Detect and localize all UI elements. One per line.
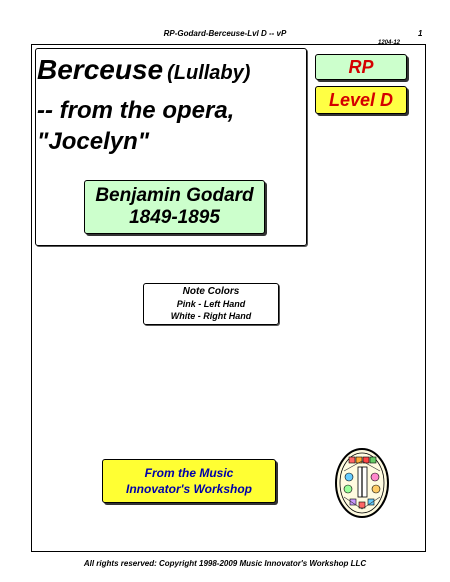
page-frame: [31, 44, 426, 552]
title-main: Berceuse: [37, 54, 164, 85]
title-line-3: "Jocelyn": [37, 128, 150, 155]
note-colors-left: Pink - Left Hand: [176, 299, 246, 309]
composer-name: Benjamin Godard: [95, 185, 254, 206]
note-colors-title: Note Colors: [182, 286, 240, 297]
document-code: 1204-12: [378, 40, 401, 46]
title-box: [35, 48, 307, 246]
workshop-line-2: Innovator's Workshop: [126, 482, 252, 496]
page-number: 1: [418, 29, 423, 38]
note-colors-box: Note Colors Pink - Left Hand White - Rig…: [143, 283, 279, 325]
series-badge: RP: [315, 54, 407, 80]
running-title: RP-Godard-Berceuse-Lvl D -- vP: [163, 29, 287, 38]
note-colors-right: White - Right Hand: [170, 311, 252, 321]
title-line-1: Berceuse(Lullaby): [37, 55, 250, 88]
workshop-line-1: From the Music: [144, 466, 234, 480]
workshop-box: From the Music Innovator's Workshop: [102, 459, 276, 503]
title-line-2: -- from the opera,: [37, 97, 235, 124]
music-innovators-workshop-logo-icon: [335, 448, 389, 518]
title-paren: (Lullaby): [167, 62, 251, 84]
level-badge: Level D: [315, 86, 407, 114]
composer-box: Benjamin Godard 1849-1895: [84, 180, 265, 234]
composer-dates: 1849-1895: [129, 207, 220, 228]
copyright-footer: All rights reserved: Copyright 1998-2009…: [83, 559, 367, 568]
